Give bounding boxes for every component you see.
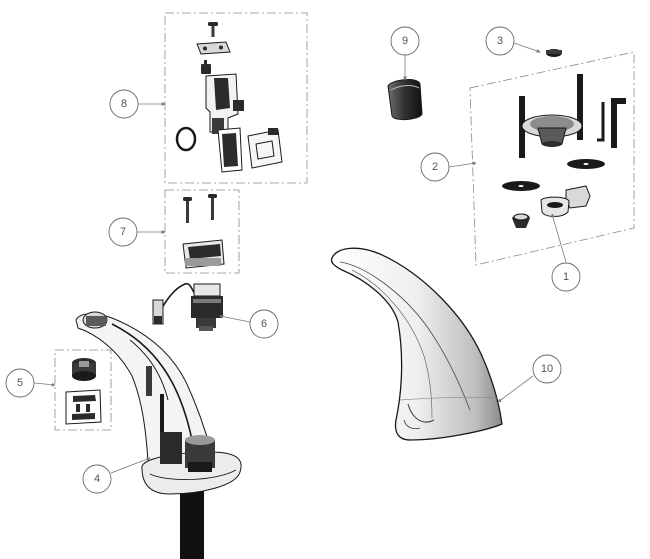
- callout-4-label: 4: [94, 473, 100, 485]
- leader-10: [497, 375, 534, 403]
- callout-8: 8: [109, 89, 139, 119]
- part-4-faucet-body: [75, 311, 242, 559]
- group-box-8: [164, 12, 308, 184]
- callout-5-label: 5: [17, 377, 23, 389]
- part-5-assembly: [65, 358, 102, 425]
- callout-5: 5: [5, 368, 35, 398]
- leader-4: [110, 457, 151, 474]
- callout-10: 10: [532, 354, 562, 384]
- leader-6: [219, 314, 251, 323]
- leader-1: [551, 213, 567, 263]
- leader-5: [33, 382, 56, 387]
- callout-1: 1: [551, 262, 581, 292]
- part-2-mounting-kit: [502, 74, 626, 228]
- callout-9-label: 9: [402, 35, 408, 47]
- leader-2: [448, 161, 477, 168]
- callout-2-label: 2: [432, 161, 438, 173]
- callout-3: 3: [485, 26, 515, 56]
- callout-6: 6: [249, 309, 279, 339]
- callout-3-label: 3: [497, 35, 503, 47]
- leader-lines: [33, 42, 567, 474]
- callout-9: 9: [390, 26, 420, 56]
- callout-8-label: 8: [121, 98, 127, 110]
- callout-10-label: 10: [541, 363, 553, 375]
- part-9-cap: [387, 79, 423, 121]
- callout-4: 4: [82, 464, 112, 494]
- part-7-assembly: [182, 194, 225, 269]
- callout-7-label: 7: [120, 226, 126, 238]
- part-6-assembly: [152, 282, 223, 331]
- callout-1-label: 1: [563, 271, 569, 283]
- callout-2: 2: [420, 152, 450, 182]
- callout-7: 7: [108, 217, 138, 247]
- group-box-2: [469, 51, 635, 266]
- part-8-assembly: [175, 22, 283, 173]
- part-10-spout: [330, 247, 503, 441]
- leader-3: [513, 42, 541, 53]
- part-3-nut: [546, 49, 562, 57]
- callout-6-label: 6: [261, 318, 267, 330]
